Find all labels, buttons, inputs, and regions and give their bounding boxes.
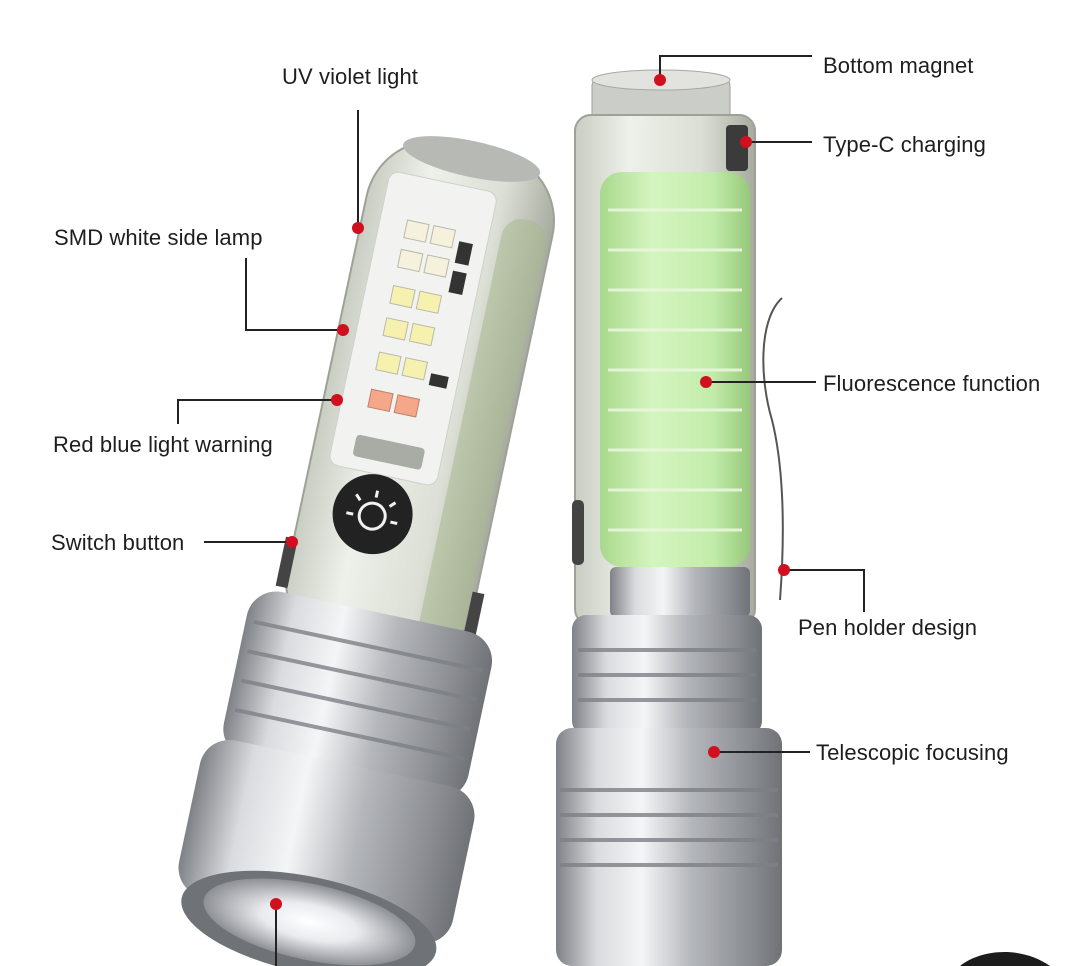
- right-flashlight: [556, 69, 784, 966]
- label-bottom-magnet: Bottom magnet: [823, 53, 974, 78]
- label-uv-violet-light: UV violet light: [282, 64, 419, 89]
- leader-lines: [177, 55, 865, 966]
- corner-shadow: [960, 952, 1050, 966]
- marker-dots: [270, 74, 790, 910]
- label-telescopic-focusing: Telescopic focusing: [816, 740, 1009, 765]
- switch-button-graphic: [332, 474, 413, 555]
- smd-led-array: [367, 219, 473, 418]
- label-smd-white-side-lamp: SMD white side lamp: [54, 225, 263, 250]
- label-switch-button: Switch button: [51, 530, 185, 555]
- label-fluorescence-function: Fluorescence function: [823, 371, 1041, 396]
- label-pen-holder-design: Pen holder design: [798, 615, 978, 640]
- label-type-c-charging: Type-C charging: [823, 132, 986, 157]
- label-red-blue-light-warning: Red blue light warning: [53, 432, 273, 457]
- left-flashlight: [178, 136, 556, 966]
